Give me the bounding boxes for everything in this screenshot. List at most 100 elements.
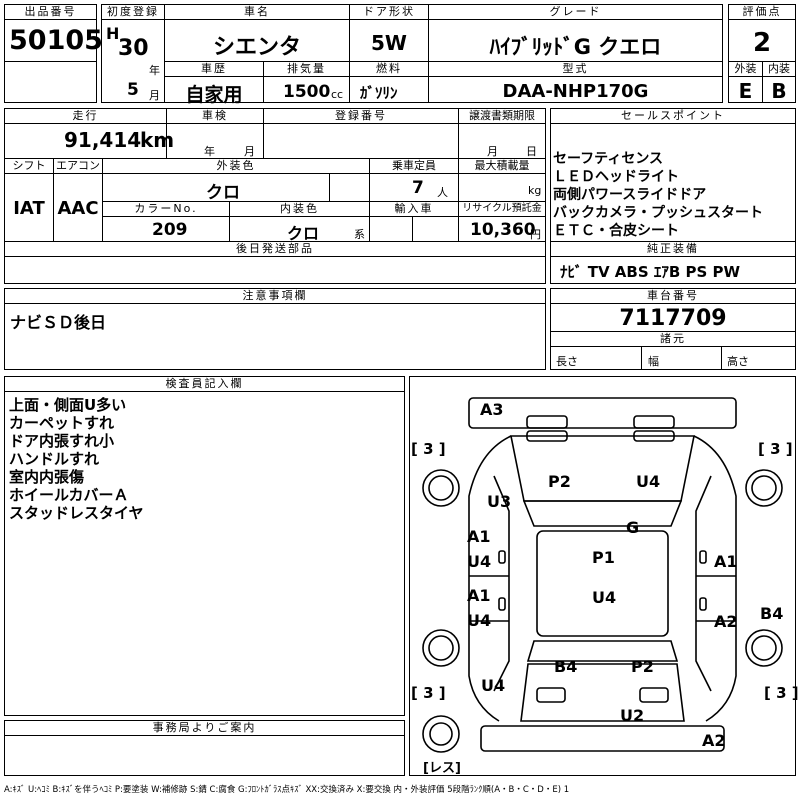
tire-tread-bracket: [ 3 ]	[411, 440, 446, 458]
sales-point-item: ＬＥＤヘッドライト	[553, 169, 679, 185]
inspector-line: スタッドレスタイヤ	[9, 504, 144, 522]
door-label: ドア形状	[349, 4, 429, 20]
color-no-label: カラーNo.	[102, 201, 230, 217]
damage-mark: A2	[702, 731, 726, 750]
transfer-label: 譲渡書類期限	[458, 108, 546, 124]
legend-text: A:ｷｽﾞ U:ﾍｺﾐ B:ｷｽﾞを伴うﾍｺﾐ P:要塗装 W:補修跡 S:錆 …	[4, 785, 570, 795]
fuel: ｶﾞｿﾘﾝ	[360, 84, 398, 102]
grade: ﾊｲﾌﾞﾘｯﾄﾞG クエロ	[489, 35, 662, 59]
lot-blank-cell	[4, 61, 97, 103]
month-unit: 月	[149, 89, 160, 102]
score-label: 評価点	[728, 4, 796, 20]
reg-number-cell	[263, 123, 459, 159]
exterior-label: 外装	[728, 61, 763, 77]
reg-number-label: 登録番号	[263, 108, 459, 124]
chassis-number: 7117709	[619, 306, 727, 331]
inspection-year-unit: 年	[204, 145, 215, 158]
height-label: 高さ	[727, 355, 749, 368]
notice-text: ナビＳＤ後日	[10, 313, 107, 332]
year-unit: 年	[149, 64, 160, 77]
car-diagram	[422, 397, 783, 753]
dimensions-label: 諸元	[550, 331, 796, 347]
interior-label: 内装	[762, 61, 796, 77]
ext-color: クロ	[206, 183, 240, 203]
first-reg-label: 初度登録	[101, 4, 165, 20]
import-label: 輸入車	[369, 201, 459, 217]
inspector-line: ホイールカバーＡ	[9, 486, 129, 504]
sales-point-item: 両側パワースライドドア	[553, 187, 707, 203]
width-label: 幅	[648, 355, 659, 368]
genuine-equip: ﾅﾋﾞ TV ABS ｴｱB PS PW	[560, 263, 741, 281]
inspector-line: 上面・側面U多い	[9, 396, 127, 414]
damage-mark: U3	[487, 492, 512, 511]
ext-color-label: 外装色	[102, 158, 370, 174]
inspector-line: カーペットすれ	[9, 414, 115, 432]
damage-mark: B4	[760, 604, 784, 623]
grade-label: グレード	[428, 4, 723, 20]
damage-mark: P2	[548, 472, 571, 491]
damage-mark: U4	[636, 472, 661, 491]
aircon-label: エアコン	[53, 158, 103, 174]
damage-mark: A1	[714, 552, 738, 571]
displacement: 1500	[283, 82, 331, 102]
reg-year: 30	[118, 36, 149, 61]
dims-divider-1	[641, 346, 642, 370]
import-divider	[412, 216, 413, 242]
model-code: DAA-NHP170G	[502, 81, 649, 102]
int-color: クロ	[287, 224, 320, 243]
inspector-notes: 上面・側面U多い カーペットすれ ドア内張すれ小 ハンドルすれ 室内内張傷 ホイ…	[9, 396, 144, 522]
sales-point-item: ＥＴＣ・合皮シート	[553, 223, 679, 239]
tire-tread-bracket: [ 3 ]	[758, 440, 793, 458]
fuel-label: 燃料	[349, 61, 429, 77]
capacity: 7	[412, 178, 424, 198]
mileage-unit: km	[140, 128, 175, 152]
notice-label: 注意事項欄	[4, 288, 546, 304]
interior-grade: B	[771, 79, 787, 103]
transfer-month-unit: 月	[487, 145, 498, 158]
car-name-label: 車名	[164, 4, 350, 20]
chassis-label: 車台番号	[550, 288, 796, 304]
ext-color-divider	[329, 173, 330, 202]
damage-mark: B4	[554, 657, 578, 676]
int-color-label: 内装色	[229, 201, 370, 217]
aircon: AAC	[57, 198, 99, 219]
int-color-unit: 系	[354, 228, 365, 241]
damage-mark: A2	[714, 612, 738, 631]
shift-label: シフト	[4, 158, 54, 174]
capacity-label: 乗車定員	[369, 158, 459, 174]
sales-point-item: セーフティセンス	[553, 151, 664, 167]
mileage: 91,414	[64, 128, 142, 152]
damage-mark: U4	[467, 611, 492, 630]
inspector-line: ドア内張すれ小	[9, 432, 115, 450]
score: 2	[752, 28, 772, 58]
office-label: 事務局よりご案内	[4, 720, 405, 736]
spare-tire-mark: [レス]	[423, 761, 461, 776]
door-type: 5W	[371, 31, 407, 55]
genuine-equip-label: 純正装備	[550, 241, 796, 257]
inspection-label: 車検	[166, 108, 264, 124]
mileage-label: 走行	[4, 108, 167, 124]
lot-number: 50105	[9, 25, 103, 56]
displacement-label: 排気量	[263, 61, 350, 77]
damage-mark: U4	[481, 676, 506, 695]
history: 自家用	[185, 84, 243, 106]
inspector-line: ハンドルすれ	[9, 450, 100, 468]
inspection-month-unit: 月	[244, 145, 255, 158]
car-name: シエンタ	[212, 35, 301, 60]
damage-mark: A1	[467, 586, 491, 605]
damage-mark: U2	[620, 706, 645, 725]
damage-mark: A3	[480, 400, 504, 419]
sales-point-label: セールスポイント	[550, 108, 796, 124]
damage-mark: P1	[592, 548, 615, 567]
shift: IAT	[13, 198, 45, 219]
damage-mark: A1	[467, 527, 491, 546]
tire-tread-bracket: [ 3 ]	[411, 684, 446, 702]
transfer-day-unit: 日	[526, 145, 537, 158]
dims-divider-2	[721, 346, 722, 370]
era: H	[106, 24, 120, 43]
damage-mark: U4	[592, 588, 617, 607]
damage-mark: U4	[467, 552, 492, 571]
later-parts-label: 後日発送部品	[4, 241, 546, 257]
load-unit: kg	[528, 184, 542, 197]
capacity-unit: 人	[437, 186, 448, 199]
